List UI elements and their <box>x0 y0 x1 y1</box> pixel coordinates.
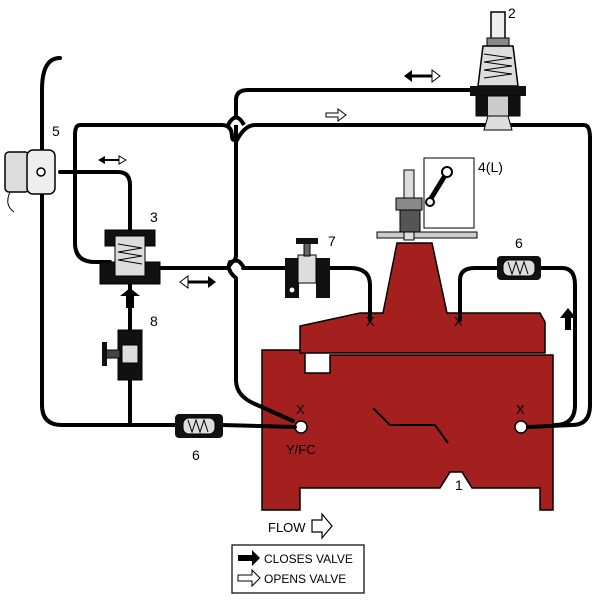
ball-valve-handle <box>102 342 107 366</box>
bonnet-top-plate <box>376 231 478 239</box>
legend-closes-icon <box>238 550 260 566</box>
label-ball-valve: 8 <box>150 313 158 329</box>
solenoid-port <box>36 167 46 177</box>
needle-valve-left <box>285 258 299 298</box>
pilot-valve <box>470 11 526 131</box>
tube-pilot-supply <box>234 88 480 102</box>
needle-valve-body <box>297 254 317 284</box>
label-main-valve: 1 <box>455 477 463 493</box>
tube-strainer-right-out <box>538 266 577 427</box>
needle-valve <box>285 238 330 298</box>
crossover-bump-2 <box>226 258 246 270</box>
tube-needle-to-bonnet <box>328 266 372 322</box>
flow-indicator: FLOW <box>268 512 333 540</box>
three-way-coil <box>117 243 143 265</box>
limit-switch-lever <box>427 172 449 202</box>
legend-closes-label: CLOSES VALVE <box>264 552 353 566</box>
main-valve <box>261 231 554 511</box>
label-pilot-valve: 2 <box>508 5 516 21</box>
limit-switch-roller <box>441 166 453 178</box>
limit-switch <box>395 157 475 241</box>
label-limit-switch: 4(L) <box>478 159 503 175</box>
flow-label: FLOW <box>268 520 306 535</box>
limit-switch-collar <box>399 209 421 233</box>
flow-arrow-icon <box>311 512 333 540</box>
crossover-bump-1 <box>226 115 246 127</box>
ball-valve-window <box>121 344 139 364</box>
legend-opens-label: OPENS VALVE <box>264 572 346 586</box>
label-strainer-right: 6 <box>515 235 523 251</box>
outlet-port <box>514 420 528 434</box>
ball-valve <box>102 329 143 381</box>
component-labels: 1 2 3 4(L) 5 6 6 7 8 Y/FC X X X X <box>52 5 525 493</box>
tube-upper-left-down <box>73 123 112 264</box>
label-port-x-4: X <box>454 314 463 329</box>
internal-seat <box>372 407 391 426</box>
label-three-way-valve: 3 <box>150 209 158 225</box>
needle-valve-right <box>316 258 330 298</box>
tube-left-to-inlet <box>220 423 297 429</box>
ball-valve-stem <box>105 349 121 359</box>
pilot-body-dark-right <box>508 96 520 116</box>
needle-valve-knob <box>296 238 318 244</box>
label-port-x-3: X <box>366 314 375 329</box>
pilot-cap-nut <box>486 37 510 47</box>
legend: CLOSES VALVE OPENS VALVE <box>231 544 365 594</box>
solenoid-coil <box>4 151 30 193</box>
pilot-cap <box>490 11 506 41</box>
strainer-right <box>497 256 541 280</box>
tube-solenoid-to-3way <box>58 170 132 245</box>
pilot-port <box>483 115 513 131</box>
limit-switch-base <box>395 197 423 211</box>
pilot-diaphragm <box>470 86 526 96</box>
pilot-spring <box>483 53 513 79</box>
label-port-x-2: X <box>516 402 525 417</box>
main-valve-body <box>261 349 554 511</box>
solenoid-wire <box>7 191 15 213</box>
solenoid-valve <box>4 149 56 213</box>
label-port-x-1: X <box>296 402 305 417</box>
needle-valve-port <box>288 286 296 294</box>
pilot-body-dark-left <box>476 96 488 116</box>
three-way-valve <box>99 229 161 285</box>
limit-switch-pivot <box>425 197 435 207</box>
label-solenoid: 5 <box>52 123 60 139</box>
main-valve-bonnet <box>299 242 546 354</box>
label-port-y-fc: Y/FC <box>286 442 316 457</box>
strainer-left <box>175 414 223 438</box>
internal-disc <box>390 424 449 444</box>
label-needle-valve: 7 <box>328 233 336 249</box>
tube-strainer-right-in <box>458 266 499 322</box>
flow-arrows <box>98 69 576 330</box>
label-strainer-left: 6 <box>192 447 200 463</box>
tube-left-loop <box>40 56 177 427</box>
legend-opens-icon <box>237 568 261 588</box>
